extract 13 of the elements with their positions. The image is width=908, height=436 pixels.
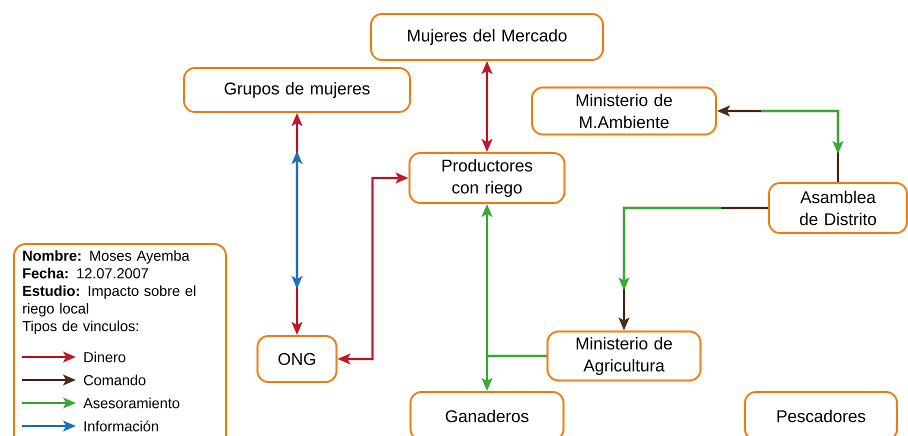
legend-label: Dinero (84, 352, 126, 362)
legend-label: Comando (84, 374, 146, 386)
text-box: Mujeres del Mercado (370, 13, 604, 61)
text-box: Ministerio de M.Ambiente (531, 86, 717, 136)
legend-label: Asesoramiento (83, 398, 180, 408)
text-box: ONG (256, 335, 338, 383)
legend-label: Información (84, 420, 158, 432)
text-box: Asamblea de Distrito (768, 182, 908, 234)
text-box: Ministerio de Agricultura (546, 330, 702, 382)
text-box: Ganaderos (410, 391, 564, 436)
text-box: Pescadores (744, 391, 898, 436)
text-box: Grupos de mujeres (183, 67, 411, 113)
text-box: Productores con riego (408, 152, 566, 204)
